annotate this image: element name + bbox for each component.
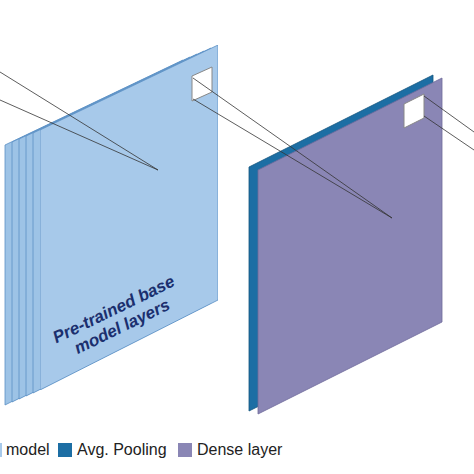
- legend-swatch: [178, 443, 192, 457]
- receptive-field: [404, 94, 424, 128]
- receptive-field: [192, 67, 212, 101]
- dense-layer: [258, 78, 442, 414]
- legend-swatch: [0, 443, 2, 457]
- avg-pooling-layer: [249, 75, 433, 411]
- projection-line: [0, 100, 158, 170]
- legend-text: Avg. Pooling: [77, 441, 167, 459]
- projection-line: [0, 72, 158, 170]
- projection-line: [193, 78, 392, 218]
- projection-line: [193, 99, 392, 218]
- legend-swatch: [58, 443, 72, 457]
- layer-stack: Pre-trained base model layers: [40, 45, 218, 390]
- legend-text: Dense layer: [197, 441, 282, 459]
- projection-line: [424, 116, 474, 150]
- legend-text: model: [6, 441, 50, 459]
- front-sheet-outline: [40, 45, 218, 390]
- projection-line: [424, 96, 474, 132]
